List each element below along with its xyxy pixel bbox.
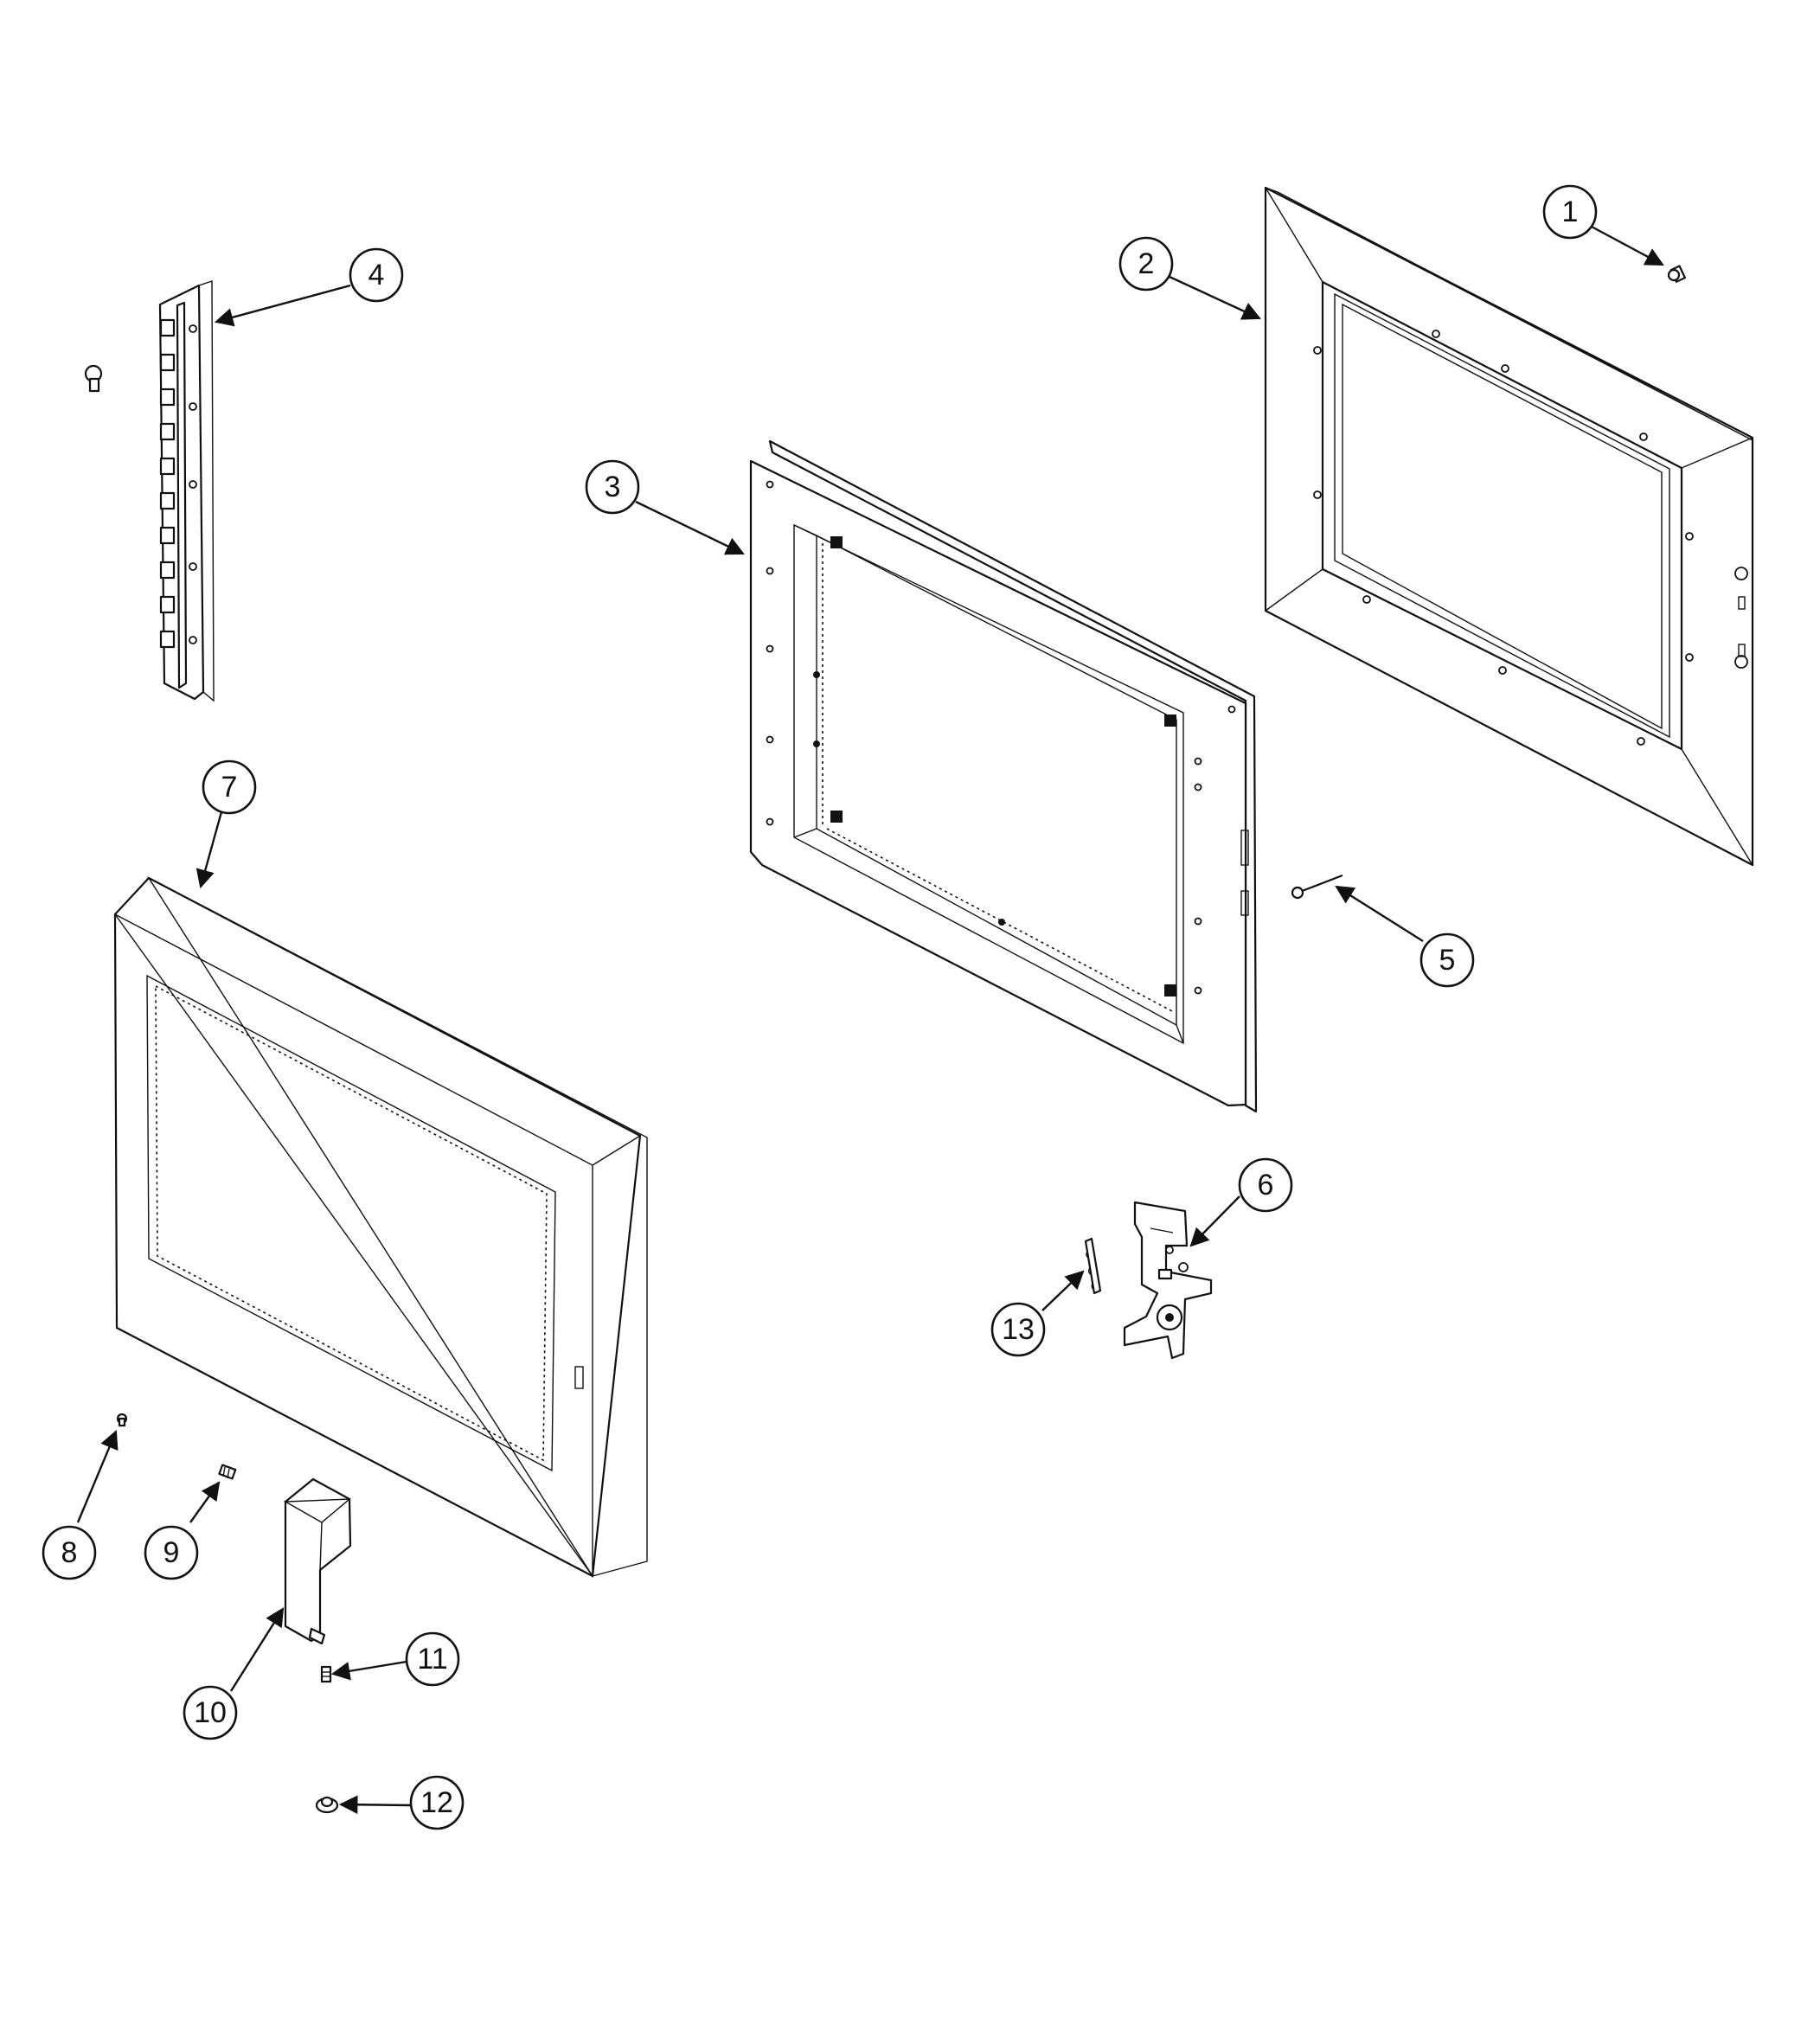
callout-9-label: 9	[163, 1536, 180, 1569]
hinge-screw	[84, 364, 103, 393]
callout-6: 6	[1238, 1157, 1293, 1213]
part-12-washer	[315, 1796, 339, 1814]
leader-11	[330, 1660, 407, 1681]
callout-12-label: 12	[420, 1786, 453, 1819]
callout-3-label: 3	[605, 471, 621, 503]
part-1-screw	[1667, 265, 1687, 283]
callout-11-label: 11	[417, 1643, 447, 1676]
callout-7: 7	[202, 759, 257, 815]
part-2-door-panel	[1264, 186, 1754, 867]
part-5-pin	[1291, 874, 1343, 900]
leader-10	[229, 1607, 285, 1692]
callout-6-label: 6	[1258, 1169, 1274, 1202]
leader-12	[338, 1795, 412, 1815]
callout-8-label: 8	[61, 1536, 78, 1569]
callout-4: 4	[349, 247, 404, 303]
callout-2-label: 2	[1138, 247, 1155, 280]
leader-4	[214, 284, 351, 327]
part-7-outer-door	[113, 876, 648, 1579]
leader-8	[76, 1430, 119, 1523]
part-10-handle	[283, 1477, 352, 1645]
leader-lines	[76, 224, 1664, 1815]
part-11-screw	[320, 1665, 332, 1683]
callout-13: 13	[990, 1302, 1046, 1357]
leader-6	[1189, 1195, 1240, 1247]
callout-13-label: 13	[1002, 1313, 1035, 1346]
leader-5	[1335, 885, 1424, 943]
callout-2: 2	[1118, 236, 1174, 292]
leader-2	[1169, 275, 1261, 320]
part-3-inner-frame	[749, 439, 1258, 1113]
callout-8: 8	[42, 1525, 97, 1580]
callout-1-label: 1	[1562, 195, 1579, 228]
leader-9	[189, 1481, 221, 1523]
part-13-spring	[1084, 1237, 1102, 1295]
callout-9: 9	[144, 1525, 199, 1580]
leader-3	[635, 500, 745, 555]
callout-5-label: 5	[1439, 944, 1456, 977]
leader-7	[195, 808, 224, 889]
part-8-screw	[116, 1413, 128, 1427]
callout-3: 3	[585, 459, 640, 515]
callout-10: 10	[183, 1685, 238, 1740]
callout-1: 1	[1542, 184, 1598, 240]
part-6-latch	[1123, 1201, 1213, 1360]
callout-7-label: 7	[221, 771, 238, 804]
part-9-screw	[218, 1464, 237, 1480]
callout-5: 5	[1419, 932, 1475, 988]
part-4-hinge-bracket	[158, 280, 215, 702]
leader-1	[1589, 224, 1664, 266]
callouts: 1 2 3 4 5 6 7 8	[42, 184, 1598, 1830]
callout-4-label: 4	[368, 259, 385, 292]
callout-12: 12	[409, 1775, 465, 1830]
leader-13	[1041, 1270, 1085, 1311]
callout-11: 11	[405, 1631, 460, 1687]
callout-10-label: 10	[194, 1696, 227, 1729]
